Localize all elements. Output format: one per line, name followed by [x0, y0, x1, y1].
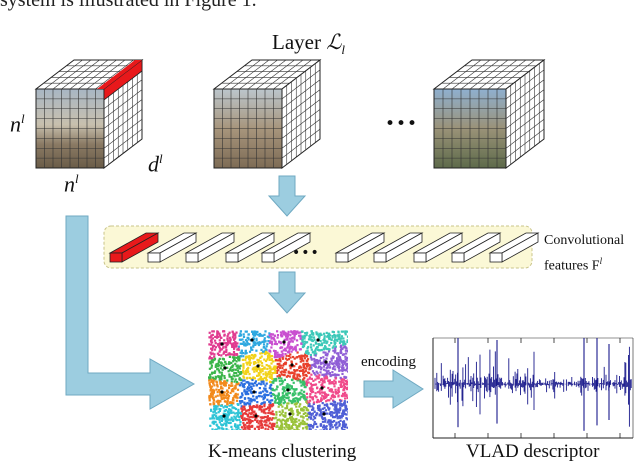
encoding-arrow: [363, 369, 424, 409]
vlad-label: VLAD descriptor: [466, 441, 600, 462]
vlad-descriptor-plot: [432, 337, 634, 439]
conv-features-line2: features F: [544, 258, 600, 274]
conv-features-line2-wrap: features Fl: [544, 251, 624, 277]
height-label: nl: [10, 111, 25, 137]
layer-symbol: ℒ: [326, 30, 342, 54]
layer-label: Layer ℒl: [272, 30, 345, 58]
width-superscript: l: [75, 171, 79, 186]
conv-features-superscript: l: [599, 256, 603, 266]
conv-features-line1: Convolutional: [544, 233, 625, 248]
depth-label: dl: [148, 151, 163, 177]
cube-ellipsis: •••: [385, 114, 419, 134]
feature-cube-2: [212, 58, 322, 170]
kmeans-clusters-image: [208, 330, 348, 430]
layer-subscript: l: [341, 42, 345, 58]
feature-bars: [108, 232, 540, 263]
width-symbol: n: [64, 171, 75, 197]
header-fragment: system is illustrated in Figure 1.: [0, 0, 257, 11]
kmeans-label: K-means clustering: [208, 441, 357, 462]
layer-word: Layer: [272, 30, 321, 54]
encoding-label: encoding: [361, 354, 416, 370]
width-label: nl: [64, 171, 79, 197]
depth-symbol: d: [148, 151, 159, 177]
bent-arrow: [65, 215, 196, 410]
feature-cube-1: [34, 58, 144, 170]
feature-cube-3: [432, 58, 546, 170]
down-arrow-2: [267, 271, 307, 314]
depth-superscript: l: [159, 151, 163, 166]
feature-ellipsis: •••: [292, 245, 320, 261]
down-arrow-1: [267, 175, 307, 217]
highlighted-column-top: [97, 60, 142, 89]
cube-3-grid: [434, 59, 545, 168]
height-superscript: l: [21, 111, 25, 126]
cube-2-grid: [214, 59, 321, 168]
height-symbol: n: [10, 111, 21, 137]
conv-features-label: Convolutional features Fl: [544, 231, 624, 277]
